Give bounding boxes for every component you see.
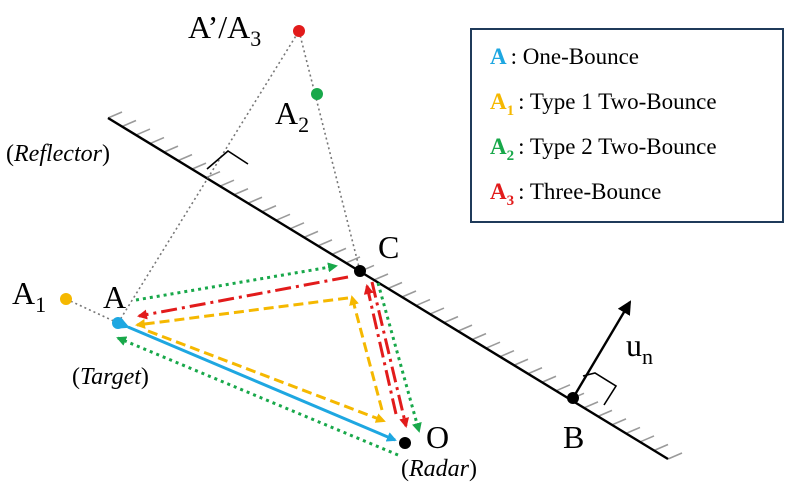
hatch-mark [219,179,235,187]
label-B: B [563,419,584,455]
green-path-C-to-O [376,282,422,433]
point-A-target [112,317,124,329]
hatch-mark [471,332,487,341]
hatch-mark [177,153,193,162]
hatch-mark [457,324,473,332]
point-B [567,392,579,404]
legend-item-three_bounce: A3: Three-Bounce [490,179,661,209]
point-A1 [60,293,72,305]
label-target: (Target) [72,364,149,390]
hatch-mark [527,367,543,375]
hatch-mark [191,162,207,170]
hatch-mark [555,384,571,392]
hatch-mark [275,213,291,222]
hatch-mark [233,187,249,196]
hatch-mark [373,273,389,281]
hatch-mark [499,349,515,358]
hatch-mark [387,281,403,290]
guide-A-to-A3 [117,30,300,324]
hatch-mark [583,401,599,409]
yellow-path-C-to-A [135,296,349,329]
legend-item-type1: A1: Type 1 Two-Bounce [490,89,717,119]
hatch-mark [121,119,137,128]
reflector-hatching [107,111,683,460]
hatch-mark [611,418,627,426]
yellow-path-O-to-C [349,295,384,411]
hatch-mark [513,358,529,366]
red-path-C-to-A [137,275,349,320]
hatch-mark [639,435,655,443]
label-normal-un: un [626,327,653,369]
label-A3: A’/A3 [188,9,261,51]
normal-vector-arrow [571,300,632,399]
hatch-mark [667,452,683,460]
point-C [354,265,366,277]
hatch-mark [317,239,333,247]
hatch-mark [163,145,179,153]
hatch-mark [303,230,319,239]
green-path-A-to-C [135,262,338,302]
hatch-mark [135,128,151,136]
path-type1-two-bounce [135,295,386,423]
label-A2: A2 [275,95,309,137]
label-A: A [103,279,126,315]
right-angle-mark-normal [582,372,618,406]
hatch-mark [149,136,165,145]
hatch-mark [653,443,669,452]
hatch-mark [261,205,277,213]
image-construction-guides [65,30,361,324]
guide-A3-to-C [298,30,361,272]
hatch-mark [485,341,501,349]
hatch-mark [443,315,459,324]
label-C: C [378,229,399,265]
point-A2 [311,88,323,100]
hatch-mark [345,256,361,264]
point-A3 [293,25,305,37]
red-path-C-to-O [370,281,410,428]
legend-box [470,28,784,223]
label-radar: (Radar) [401,456,477,482]
label-O: O [426,419,449,455]
hatch-mark [401,290,417,298]
hatch-mark [415,298,431,307]
legend-item-one_bounce: A: One-Bounce [490,44,639,69]
label-A1: A1 [12,275,46,317]
hatch-mark [541,375,557,384]
hatch-mark [289,222,305,230]
hatch-mark [247,196,263,204]
hatch-mark [429,307,445,315]
legend-item-type2: A2: Type 2 Two-Bounce [490,134,717,164]
point-O-radar [399,437,411,449]
hatch-mark [331,247,347,256]
label-reflector: (Reflector) [6,141,110,167]
right-angle-mark-reflector [206,150,249,170]
hatch-mark [625,426,641,435]
green-path-O-to-A [116,336,399,457]
path-one-bounce [118,319,397,442]
yellow-path-A-to-O [147,329,386,423]
hatch-mark [597,409,613,418]
red-path-O-to-C [363,284,398,415]
hatch-mark [107,111,123,119]
